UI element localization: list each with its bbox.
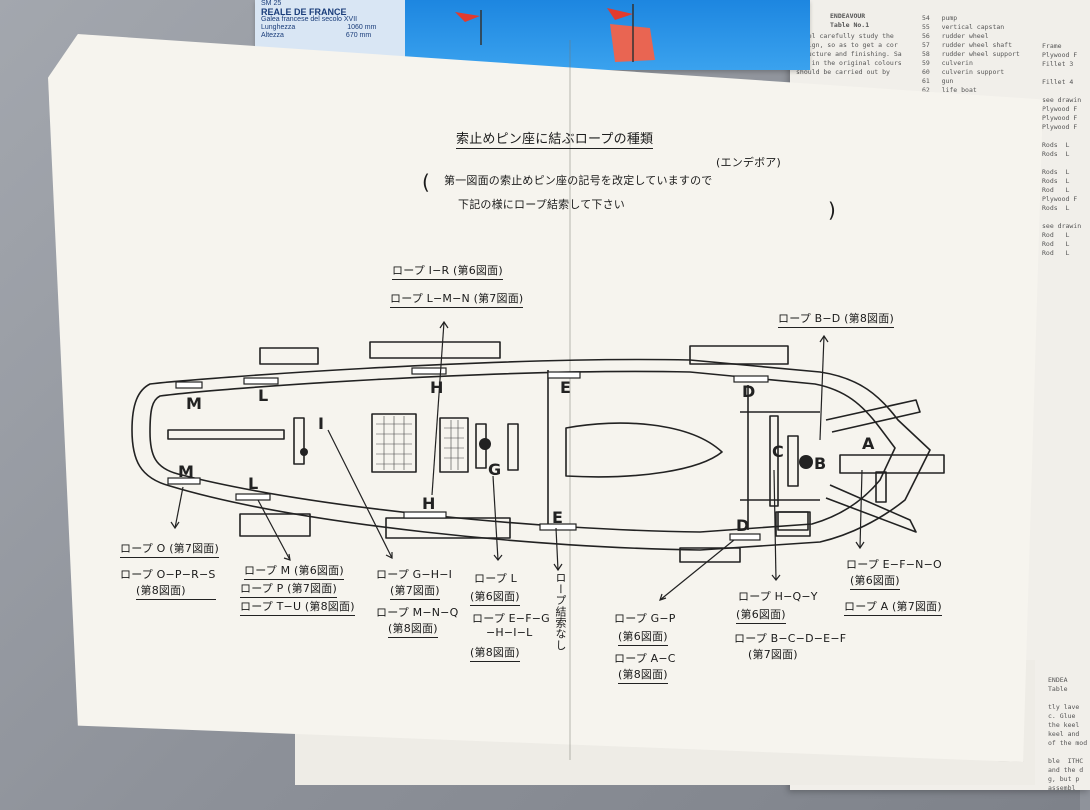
cover-code: SM 25: [261, 0, 282, 7]
point-I: I: [318, 414, 325, 433]
label-rope-M-N-Q-sheet: (第8図面): [388, 620, 438, 638]
point-E-top: E: [560, 378, 572, 397]
label-rope-G-P-sheet: (第6図面): [618, 628, 668, 646]
point-M-top: M: [186, 394, 203, 413]
point-L-top: L: [258, 386, 269, 405]
point-G: G: [488, 460, 502, 479]
point-D-top: D: [742, 382, 756, 401]
booklet-intro-text: model carefully study the design, so as …: [796, 32, 902, 76]
label-rope-O-P-R-S: ロープ O−P−R−S: [120, 568, 216, 581]
label-rope-A-C: ロープ A−C: [614, 652, 676, 665]
cover-subtitle: Galea francese del secolo XVII: [261, 16, 358, 23]
sheet-title: 索止めピン座に結ぶロープの種類: [456, 128, 654, 149]
label-rope-B-C-D-E-F-sheet: (第7図面): [748, 648, 798, 661]
cover-length-label: Lunghezza: [261, 24, 296, 31]
label-rope-O-P-R-S-sheet: (第8図面): [136, 582, 216, 600]
point-H-bottom: H: [422, 494, 436, 513]
cover-title: REALE DE FRANCE: [261, 7, 347, 17]
cover-flags-illustration: [455, 4, 655, 62]
label-rope-E-F-N-O-sheet: (第6図面): [850, 572, 900, 590]
booklet-parts-list: 54 pump 55 vertical capstan 56 rudder wh…: [922, 14, 1020, 94]
label-rope-I-R: ロープ I−R (第6図面): [392, 262, 503, 280]
cover-length-value: 1060 mm: [347, 24, 377, 31]
label-rope-L: ロープ L: [474, 572, 517, 585]
label-rope-H-I-L: −H−I−L: [486, 626, 533, 639]
label-rope-E-F-G: ロープ E−F−G: [472, 612, 550, 625]
point-H-top: H: [430, 378, 444, 397]
cover-height-value: 670 mm: [345, 32, 372, 39]
label-rope-E-F-G-sheet: (第8図面): [470, 644, 520, 662]
point-L-bottom: L: [248, 474, 259, 493]
label-rope-O: ロープ O (第7図面): [120, 540, 219, 558]
label-rope-T-U: ロープ T−U (第8図面): [240, 598, 355, 616]
cover-height-label: Altezza: [261, 32, 284, 39]
label-rope-H-Q-Y-sheet: (第6図面): [736, 606, 786, 624]
point-A: A: [862, 434, 875, 453]
label-rope-L-sheet: (第6図面): [470, 588, 520, 606]
label-rope-B-D-top: ロープ B−D (第8図面): [778, 310, 894, 328]
point-E-bottom: E: [552, 508, 564, 527]
label-rope-G-P: ロープ G−P: [614, 612, 676, 625]
booklet-header: ENDEAVOUR Table No.1: [830, 12, 870, 29]
label-rope-H-Q-Y: ロープ H−Q−Y: [738, 590, 818, 603]
note-open-paren: (: [422, 170, 431, 194]
label-rope-M: ロープ M (第6図面): [244, 562, 344, 580]
note-close-paren: ): [828, 198, 837, 222]
label-rope-M-N-Q: ロープ M−N−Q: [376, 606, 459, 619]
label-rope-P: ロープ P (第7図面): [240, 580, 337, 598]
note-line-1: 第一図面の索止めピン座の記号を改定していますので: [444, 174, 713, 187]
label-rope-G-H-I-sheet: (第7図面): [390, 582, 440, 600]
label-rope-A-C-sheet: (第8図面): [618, 666, 668, 684]
point-D-bottom: D: [736, 516, 750, 535]
booklet-footer-text: ENDEA Table tly lave c. Glue the keel ke…: [1048, 676, 1088, 792]
booklet-side-column: Frame Plywood F Fillet 3 Fillet 4 see dr…: [1042, 42, 1082, 257]
point-B: B: [814, 454, 827, 473]
label-no-rope: ロープ結索なし: [554, 572, 567, 651]
note-line-2: 下記の様にロープ結索して下さい: [458, 198, 626, 211]
label-rope-A: ロープ A (第7図面): [844, 598, 942, 616]
paper-fold-line: [569, 40, 571, 760]
label-rope-E-F-N-O: ロープ E−F−N−O: [846, 558, 942, 571]
point-C: C: [772, 442, 784, 461]
cover-info: SM 25 REALE DE FRANCE Galea francese del…: [261, 0, 376, 40]
cover-sky-panel: [405, 0, 810, 70]
label-rope-B-C-D-E-F: ロープ B−C−D−E−F: [734, 632, 847, 645]
sheet-title-note: (エンデボア): [716, 156, 781, 169]
label-rope-L-M-N: ロープ L−M−N (第7図面): [390, 290, 524, 308]
label-rope-G-H-I: ロープ G−H−I: [376, 568, 453, 581]
point-M-bottom: M: [178, 462, 195, 481]
